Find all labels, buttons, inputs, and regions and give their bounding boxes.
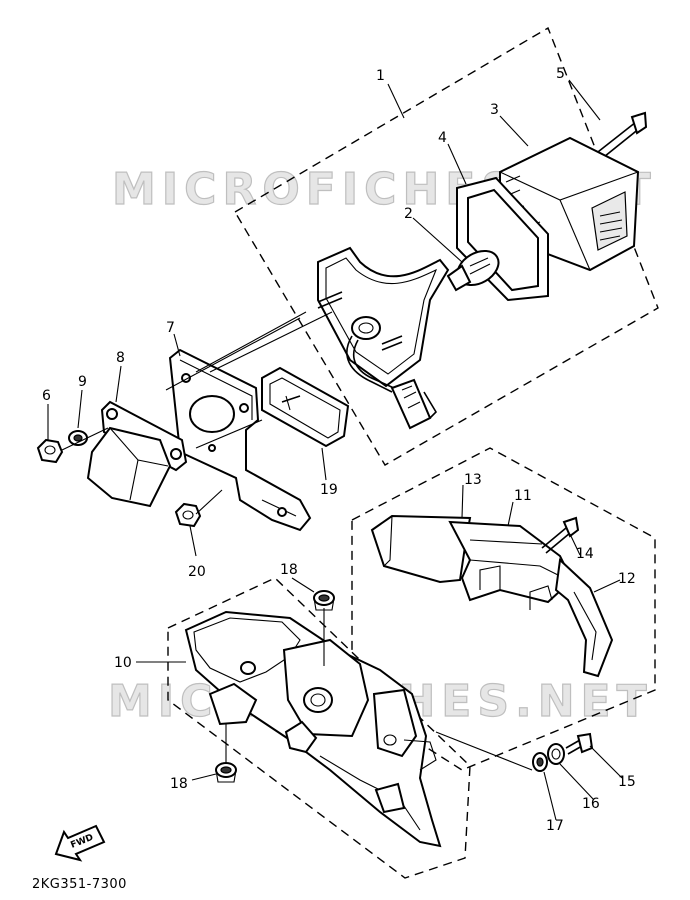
grommet-part-18-bottom: [215, 762, 237, 783]
leader-lines: [47, 79, 623, 821]
callout-20: 20: [188, 564, 206, 580]
callout-18-top: 18: [280, 562, 298, 578]
callout-12: 12: [618, 571, 636, 587]
group-outline-cover: [351, 447, 656, 771]
socket-base-plate: [317, 246, 450, 430]
callout-1: 1: [376, 68, 385, 84]
bracket-part-7: [168, 348, 312, 532]
bulb-part-2: [446, 249, 500, 292]
callout-17: 17: [546, 818, 564, 834]
callout-19: 19: [320, 482, 338, 498]
callout-15: 15: [618, 774, 636, 790]
assembly-lines: [61, 311, 543, 771]
group-outline-taillight: [234, 26, 659, 466]
callout-5: 5: [556, 66, 565, 82]
screw-part-5: [574, 111, 648, 178]
callout-10: 10: [114, 655, 132, 671]
housing-part-10: [184, 610, 442, 848]
group-outline-housing: [167, 577, 471, 879]
callout-3: 3: [490, 102, 499, 118]
callout-6: 6: [42, 388, 51, 404]
callout-11: 11: [514, 488, 532, 504]
cover-part-13: [370, 514, 472, 584]
nut-part-6: [36, 438, 64, 464]
screw-part-15: [565, 732, 594, 755]
callout-16: 16: [582, 796, 600, 812]
washer-part-9: [68, 430, 88, 446]
washer-part-17: [532, 752, 548, 772]
license-lens-part-19: [261, 366, 350, 448]
callout-labels: 1 2 3 4 5 6 7 8 9 10 11 12 13 14 15 16 1…: [42, 66, 636, 834]
grommet-part-18-top: [313, 590, 335, 611]
cover-part-11: [448, 520, 574, 610]
callout-7: 7: [166, 320, 175, 336]
callout-13: 13: [464, 472, 482, 488]
callout-14: 14: [576, 546, 594, 562]
cover-part-12: [554, 557, 614, 678]
license-light-part-8: [86, 400, 188, 508]
fwd-arrow-icon: FWD: [54, 824, 106, 862]
nut-part-20: [174, 502, 202, 528]
screw-part-14: [541, 516, 580, 554]
callout-18-bottom: 18: [170, 776, 188, 792]
callout-4: 4: [438, 130, 447, 146]
diagram-code: 2KG351-7300: [32, 877, 127, 892]
callout-8: 8: [116, 350, 125, 366]
washer-part-16: [547, 743, 565, 765]
callout-9: 9: [78, 374, 87, 390]
callout-2: 2: [404, 206, 413, 222]
